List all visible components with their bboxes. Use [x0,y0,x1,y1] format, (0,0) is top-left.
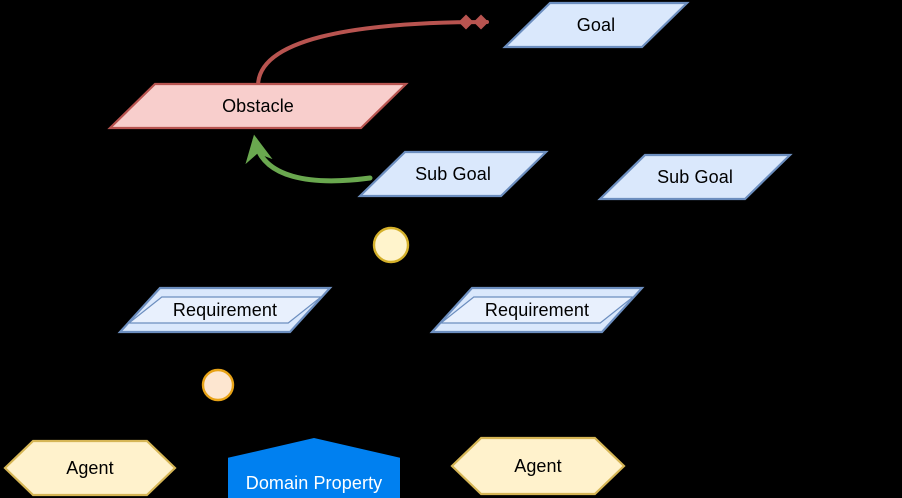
node-agent-right[interactable]: Agent [449,435,626,496]
node-refinement-circle-bottom[interactable] [200,367,235,402]
node-domain-property[interactable]: Domain Property [225,435,400,498]
agent-right-label: Agent [514,455,562,476]
agent-left-shape [3,439,177,497]
requirement-left-label: Requirement [172,299,278,320]
node-obstacle[interactable]: Obstacle [107,81,409,130]
edge-obstruction[interactable] [256,14,489,88]
subgoal-left-label: Sub Goal [415,163,491,184]
node-agent-left[interactable]: Agent [2,438,177,497]
edge-resolution[interactable] [245,134,373,184]
agent-right-shape [450,436,626,496]
obstacle-shape [107,82,409,130]
node-subgoal-right[interactable]: Sub Goal [597,152,793,201]
node-subgoal-left[interactable]: Sub Goal [357,149,549,198]
refinement-circle-top-shape [372,226,410,264]
requirement-left-shape [117,286,333,334]
goal-shape [502,1,690,49]
agent-left-label: Agent [66,457,114,478]
node-refinement-circle-top[interactable] [371,225,410,264]
node-goal[interactable]: Goal [502,0,690,49]
refinement-circle-bottom-shape [201,368,235,402]
subgoal-left-shape [357,150,549,198]
subgoal-right-label: Sub Goal [657,166,733,187]
goal-label: Goal [576,14,616,35]
domain-property-label: Domain Property [245,473,383,494]
domain-property-shape [228,438,400,498]
obstacle-label: Obstacle [222,95,294,116]
requirement-right-label: Requirement [484,299,590,320]
node-requirement-right[interactable]: Requirement [429,285,645,334]
subgoal-right-shape [597,153,793,201]
requirement-right-shape [429,286,645,334]
node-requirement-left[interactable]: Requirement [117,285,333,334]
